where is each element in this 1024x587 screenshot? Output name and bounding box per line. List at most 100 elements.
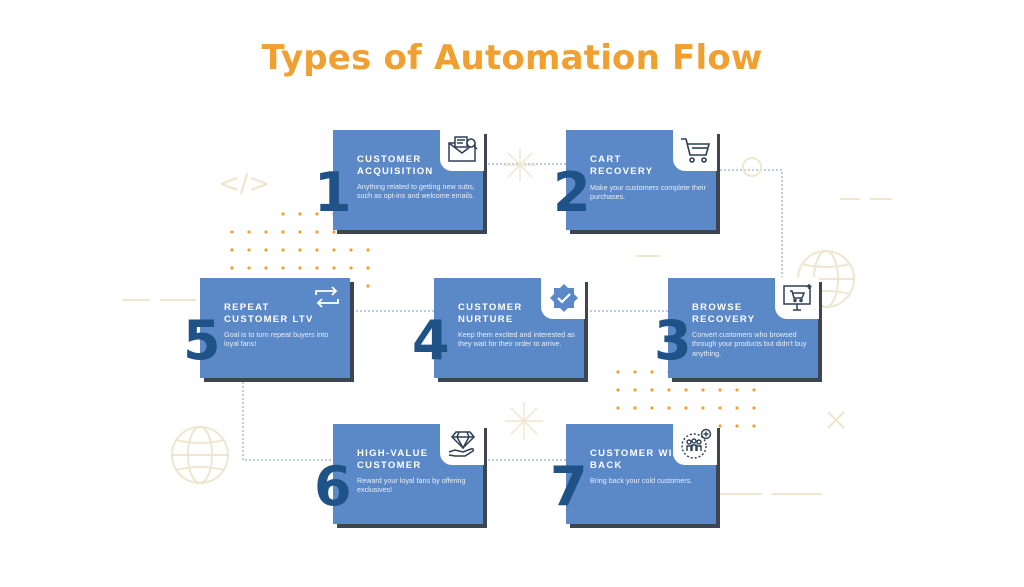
step-heading: CUSTOMER NURTURE <box>458 302 523 325</box>
step-card-customer-acquisition: CUSTOMER ACQUISITION Anything related to… <box>333 129 484 230</box>
step-heading: REPEAT CUSTOMER LTV <box>224 302 314 325</box>
decor-dot <box>701 388 705 392</box>
code-brackets-icon: </> <box>218 169 270 199</box>
decor-dot <box>718 424 722 428</box>
decor-dot <box>735 388 739 392</box>
decor-dot <box>332 266 336 270</box>
decor-dot <box>650 406 654 410</box>
decor-dot <box>281 230 285 234</box>
decor-dot <box>366 284 370 288</box>
decor-dot <box>247 230 251 234</box>
decor-dot <box>264 230 268 234</box>
step-heading: CART RECOVERY <box>590 154 654 177</box>
decor-dot <box>332 230 336 234</box>
decor-dot <box>264 248 268 252</box>
decor-dot <box>230 266 234 270</box>
decor-dot <box>349 248 353 252</box>
step-number: 5 <box>183 309 221 372</box>
shopping-cart-icon <box>673 129 717 171</box>
decor-dot <box>633 370 637 374</box>
step-description: Convert customers who browsed through yo… <box>692 330 807 358</box>
step-card-customer-nurture: CUSTOMER NURTURE Keep them excited and i… <box>434 277 585 378</box>
decor-dot <box>247 248 251 252</box>
decor-dot <box>735 424 739 428</box>
decor-dot <box>616 388 620 392</box>
step-number: 4 <box>412 309 450 372</box>
step-description: Bring back your cold customers. <box>590 476 693 485</box>
step-card-customer-win-back: CUSTOMER WIN-BACK Bring back your cold c… <box>566 423 717 524</box>
step-number: 7 <box>550 455 588 518</box>
decor-dot <box>633 388 637 392</box>
decor-dot <box>667 406 671 410</box>
decor-dot <box>684 406 688 410</box>
decor-dot <box>298 230 302 234</box>
step-number: 6 <box>314 455 352 518</box>
step-description: Reward your loyal fans by offering exclu… <box>357 476 466 495</box>
step-description: Make your customers complete their purch… <box>590 183 706 202</box>
decor-dot <box>349 266 353 270</box>
step-card-high-value-customer: HIGH-VALUE CUSTOMER Reward your loyal fa… <box>333 423 484 524</box>
decor-dot <box>281 248 285 252</box>
flow-connectors <box>242 163 783 461</box>
decor-dot <box>281 212 285 216</box>
decor-dot <box>616 370 620 374</box>
verified-badge-icon <box>541 277 585 319</box>
decor-dot <box>718 388 722 392</box>
decor-dot <box>230 230 234 234</box>
decor-dot <box>684 388 688 392</box>
diamond-hand-icon <box>440 423 484 465</box>
monitor-cart-icon <box>775 277 819 319</box>
step-heading: CUSTOMER ACQUISITION <box>357 154 434 177</box>
step-description: Anything related to getting new subs, su… <box>357 182 475 201</box>
globe-icon <box>171 426 229 484</box>
decor-dot <box>230 248 234 252</box>
sparkle-icon <box>503 148 537 182</box>
decor-dot <box>366 248 370 252</box>
decor-dot <box>315 230 319 234</box>
decor-dot <box>332 248 336 252</box>
decor-dot <box>366 230 370 234</box>
decor-dot <box>247 266 251 270</box>
decor-dot <box>349 230 353 234</box>
decor-dot <box>667 388 671 392</box>
decor-dot <box>701 406 705 410</box>
step-number: 1 <box>314 161 352 224</box>
step-number: 3 <box>654 309 692 372</box>
decor-dot <box>752 424 756 428</box>
envelope-search-icon <box>440 129 484 171</box>
decor-dot <box>298 212 302 216</box>
dash-decoration <box>122 198 892 495</box>
decor-dot <box>650 388 654 392</box>
step-description: Keep them excited and interested as they… <box>458 330 575 349</box>
decor-dot <box>616 406 620 410</box>
decor-dot <box>752 388 756 392</box>
decor-dot <box>752 406 756 410</box>
step-number: 2 <box>553 161 591 224</box>
sparkle-icon <box>505 402 543 440</box>
decor-dot <box>718 406 722 410</box>
step-card-browse-recovery: BROWSE RECOVERY Convert customers who br… <box>668 277 819 378</box>
decor-dot <box>315 266 319 270</box>
decor-dot <box>315 248 319 252</box>
decor-dot <box>366 266 370 270</box>
step-heading: BROWSE RECOVERY <box>692 302 756 325</box>
decor-dot <box>298 248 302 252</box>
step-card-repeat-customer-ltv: REPEAT CUSTOMER LTV Goal is to turn repe… <box>200 278 350 378</box>
people-add-icon <box>673 423 717 465</box>
page-title: Types of Automation Flow <box>261 38 763 78</box>
step-heading: HIGH-VALUE CUSTOMER <box>357 448 429 471</box>
decor-dot <box>298 266 302 270</box>
ring-decoration <box>742 157 762 177</box>
step-heading: CUSTOMER WIN-BACK <box>590 448 686 471</box>
x-decoration <box>827 411 845 429</box>
repeat-arrows-icon <box>310 282 344 317</box>
decor-dot <box>264 266 268 270</box>
decor-dot <box>315 212 319 216</box>
decor-dot <box>633 406 637 410</box>
step-description: Goal is to turn repeat buyers into loyal… <box>224 330 329 349</box>
decor-dot <box>281 266 285 270</box>
decor-dot <box>349 284 353 288</box>
decor-dot <box>650 370 654 374</box>
step-card-cart-recovery: CART RECOVERY Make your customers comple… <box>566 129 717 230</box>
decor-dot <box>735 406 739 410</box>
